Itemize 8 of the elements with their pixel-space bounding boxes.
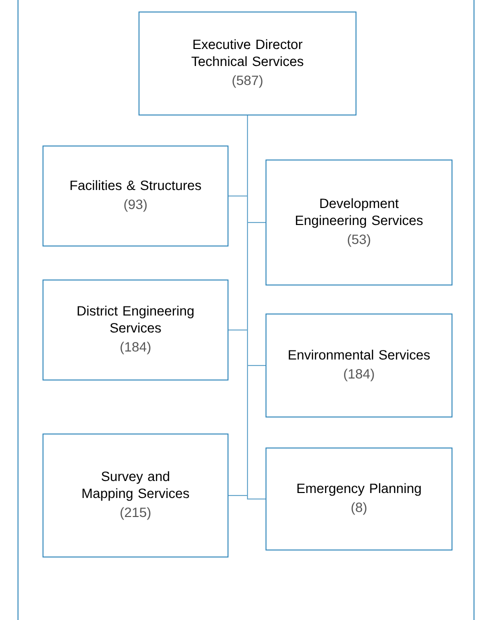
org-box: District Engineering Services (184): [42, 280, 228, 380]
org-box: Development Engineering Services (53): [266, 160, 452, 286]
org-box: Facilities & Structures (93): [42, 146, 228, 246]
connector-line: [247, 115, 266, 500]
org-box: Executive Director Technical Services (587): [138, 12, 356, 116]
org-box: Emergency Planning (8): [266, 448, 452, 550]
org-box: Survey and Mapping Services (215): [42, 434, 228, 558]
org-box: Environmental Services (184): [266, 314, 452, 418]
